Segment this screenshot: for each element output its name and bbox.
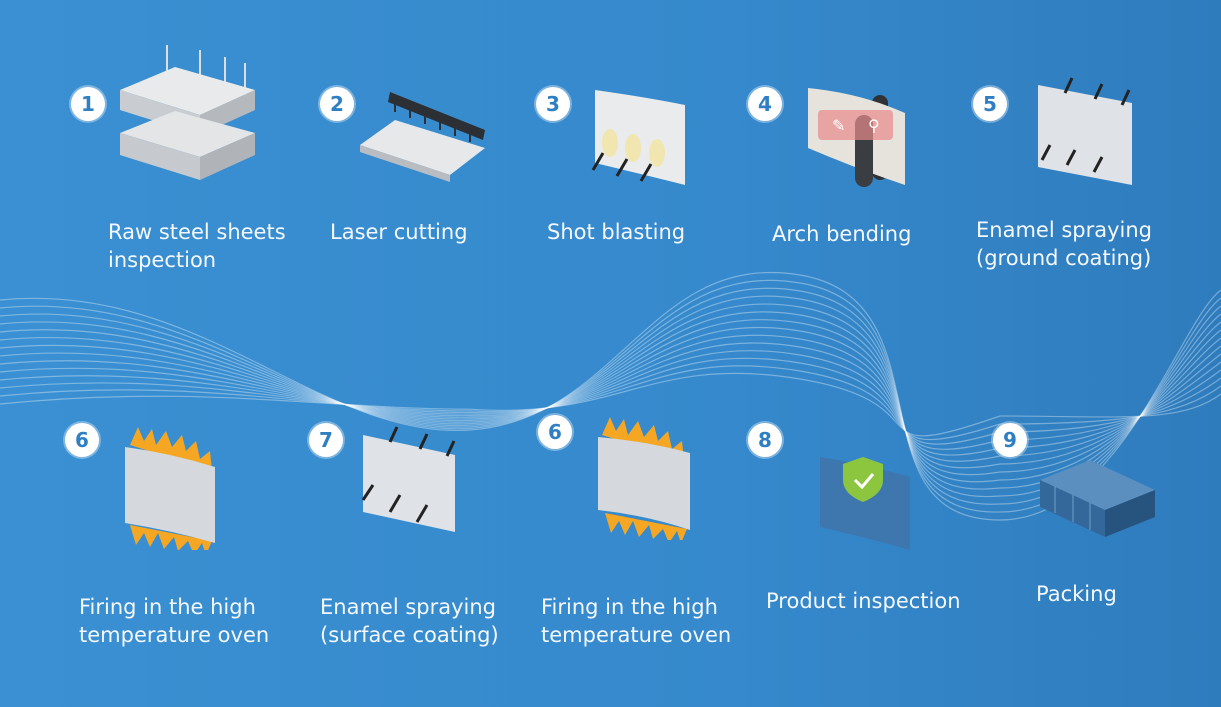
step-3-label: Shot blasting	[547, 220, 686, 244]
wave-line	[0, 319, 1221, 476]
step-4-badge: 4	[748, 87, 782, 121]
step-8-label: Product inspection	[766, 589, 961, 613]
packing-illustration	[1040, 460, 1155, 537]
wave-line	[0, 342, 1221, 456]
step-7-badge: 7	[309, 423, 343, 457]
svg-text:✎: ✎	[832, 116, 845, 135]
enamel-spraying-ground-illustration	[1038, 77, 1132, 185]
arch-bending-illustration: ✎⚲	[808, 88, 905, 187]
step-3-badge: 3	[536, 87, 570, 121]
step-6-badge: 6	[65, 423, 99, 457]
wave-line	[0, 357, 1221, 445]
step-7-label: Enamel spraying(surface coating)	[320, 595, 499, 647]
edit-search-overlay	[818, 110, 893, 140]
step-1-badge: 1	[71, 87, 105, 121]
step-6b-badge: 6	[538, 415, 572, 449]
shot-blasting-illustration	[591, 90, 685, 185]
wave-line	[0, 311, 1221, 483]
wave-line	[0, 350, 1221, 450]
step-9-label: Packing	[1036, 582, 1117, 606]
enamel-spraying-surface-illustration	[361, 426, 456, 532]
firing-oven-illustration	[125, 427, 215, 550]
step-2-badge: 2	[320, 87, 354, 121]
laser-cutting-illustration	[360, 92, 485, 182]
wave-line	[0, 365, 1221, 441]
step-2-label: Laser cutting	[330, 220, 468, 244]
wave-line	[0, 372, 1221, 437]
step-4-label: Arch bending	[772, 222, 912, 246]
step-5-label: Enamel spraying(ground coating)	[976, 218, 1153, 270]
step-9-badge: 9	[993, 423, 1027, 457]
firing-oven-illustration-2	[598, 417, 690, 540]
product-inspection-illustration	[820, 457, 910, 550]
wave-line	[0, 334, 1221, 462]
step-8-badge: 8	[748, 423, 782, 457]
wave-line	[0, 326, 1221, 469]
step-5-badge: 5	[973, 87, 1007, 121]
shield-check-icon	[843, 457, 883, 502]
svg-text:⚲: ⚲	[868, 116, 880, 135]
steel-sheets-illustration	[120, 45, 255, 180]
